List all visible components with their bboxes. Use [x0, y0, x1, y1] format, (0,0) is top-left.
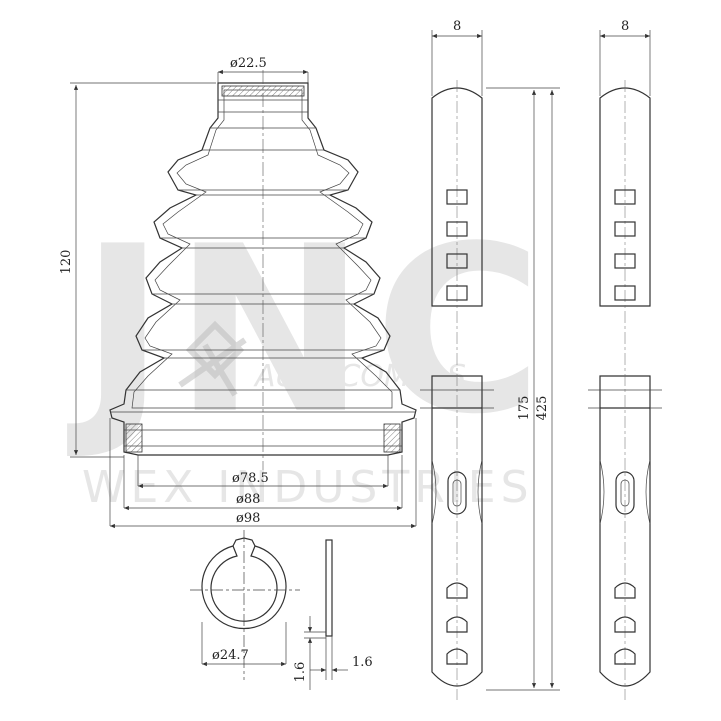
strap-left	[420, 30, 494, 700]
boot-dimensions: ø22.5 120 ø78.5 ø88 ø98	[59, 56, 417, 529]
outer-diameter-label: ø98	[236, 511, 260, 526]
clamp-thickness-label: 1.6	[293, 662, 308, 683]
strap-right	[588, 30, 662, 700]
strap-dimensions: 8 8 175 425	[453, 19, 629, 420]
strap-length-short-label: 175	[517, 396, 532, 421]
clamp-side-drawing: 1.6 1.6	[293, 539, 373, 690]
watermark: JNC AUTOCOMPAS WEX INDUSTRIES	[67, 198, 551, 513]
straps-drawing	[420, 30, 662, 700]
clamp-ring-drawing: ø24.7	[190, 530, 300, 680]
watermark-brand: AUTOCOMPAS	[253, 359, 466, 394]
clamp-width-label: 1.6	[352, 655, 373, 670]
top-diameter-label: ø22.5	[230, 56, 267, 71]
mid-diameter-label: ø88	[236, 492, 260, 507]
strap-width-left-label: 8	[453, 19, 461, 34]
height-label: 120	[59, 250, 74, 275]
watermark-big-letters: JNC	[67, 198, 551, 465]
clamp-diameter-label: ø24.7	[212, 648, 249, 663]
inner-diameter-label: ø78.5	[232, 471, 269, 486]
strap-length-long-label: 425	[535, 396, 550, 421]
boot-inner-profile	[131, 89, 393, 409]
strap-width-right-label: 8	[621, 19, 629, 34]
